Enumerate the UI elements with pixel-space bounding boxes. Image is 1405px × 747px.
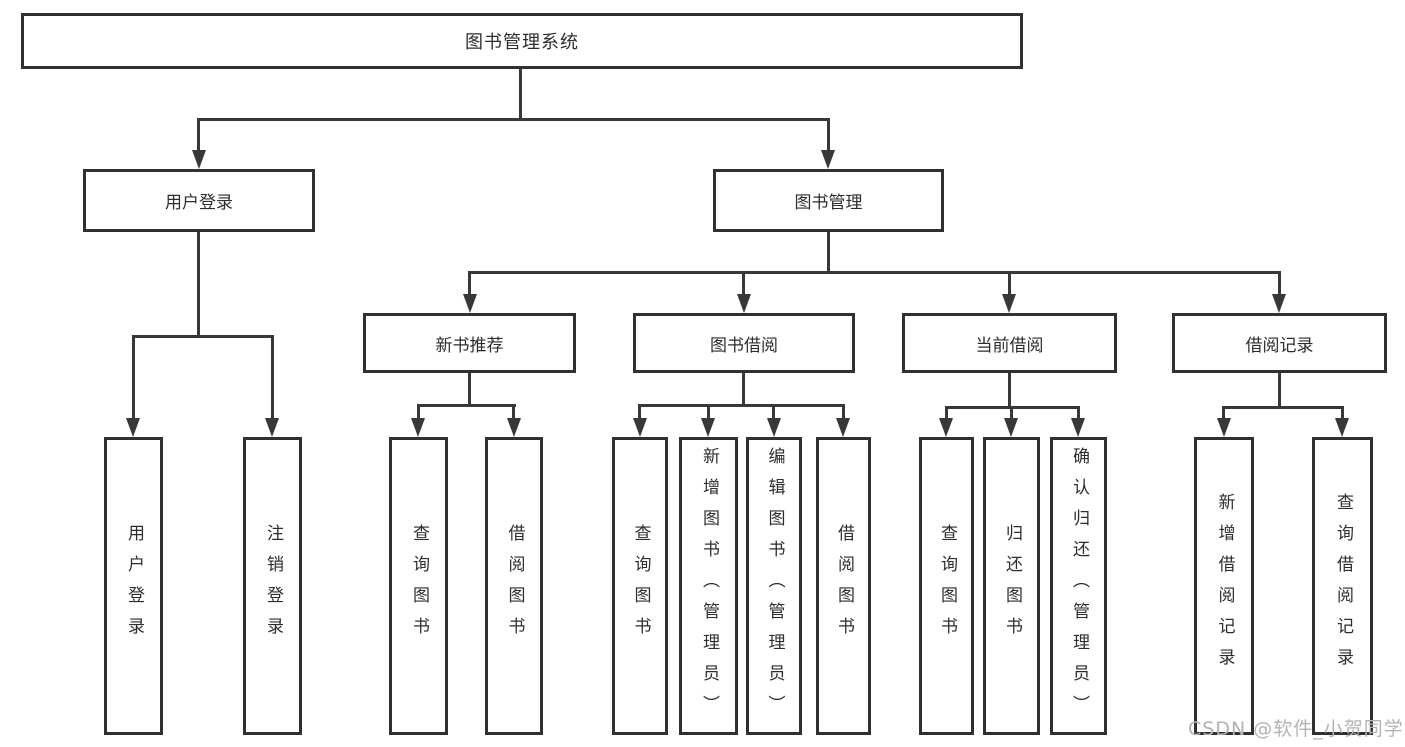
leaf-borrowing-add-books: 新增图书（管理员） [679, 437, 738, 735]
node-new-book-recommend: 新书推荐 [363, 313, 576, 373]
leaf-label: 新增借阅记录 [1214, 493, 1235, 679]
arrow-down-icon [633, 418, 647, 437]
leaf-label: 查询图书 [937, 524, 957, 648]
node-borrowing-records: 借阅记录 [1172, 313, 1387, 373]
node-label: 图书借阅 [710, 335, 778, 356]
connector-user-login-split [132, 335, 274, 338]
arrow-down-icon [265, 418, 279, 437]
arrow-down-icon [1002, 294, 1016, 313]
leaf-label: 借阅图书 [504, 524, 525, 648]
connector-root-split [197, 118, 830, 121]
connector-borrowing-records-trunk [1278, 373, 1281, 408]
arrow-down-icon [1071, 418, 1085, 437]
leaf-logout-login: 注销登录 [243, 437, 302, 735]
arrow-down-icon [411, 418, 425, 437]
connector-book-borrowing-trunk [742, 373, 745, 406]
arrow-down-icon [1272, 294, 1286, 313]
arrow-down-icon [836, 418, 850, 437]
connector-drop-user-login [197, 118, 200, 151]
leaf-recommend-query-books: 查询图书 [389, 437, 448, 735]
leaf-label: 确认归还（管理员） [1069, 446, 1089, 726]
node-label: 当前借阅 [975, 335, 1044, 356]
node-label: 借阅记录 [1245, 335, 1314, 356]
connector-book-management-split [468, 271, 1281, 274]
connector-drop-book-management [827, 118, 830, 151]
connector-user-login-trunk [197, 232, 200, 337]
leaf-current-return-books: 归还图书 [983, 437, 1040, 735]
leaf-label: 新增图书（管理员） [699, 446, 719, 726]
connector-drop-borrowing-records [1278, 271, 1281, 297]
leaf-label: 查询图书 [630, 524, 651, 648]
connector-drop-current-borrowing [1008, 271, 1011, 297]
leaf-current-confirm-return: 确认归还（管理员） [1050, 437, 1107, 735]
arrow-down-icon [192, 150, 206, 169]
connector-drop-recommend-borrow [512, 404, 515, 420]
node-label: 用户登录 [165, 193, 233, 213]
arrow-down-icon [507, 418, 521, 437]
connector-drop-borrowing-add [707, 404, 710, 420]
leaf-label: 编辑图书（管理员） [764, 446, 785, 726]
arrow-down-icon [939, 418, 953, 437]
leaf-label: 注销登录 [263, 524, 283, 648]
arrow-down-icon [463, 294, 477, 313]
connector-drop-borrowing-edit [772, 404, 775, 420]
leaf-user-login: 用户登录 [104, 437, 163, 735]
connector-drop-records-query [1341, 406, 1344, 420]
connector-drop-current-confirm [1077, 406, 1080, 420]
leaf-records-add-record: 新增借阅记录 [1194, 437, 1254, 735]
connector-book-management-trunk [827, 232, 830, 273]
connector-drop-leaf-logout [271, 335, 274, 423]
arrow-down-icon [1004, 418, 1018, 437]
leaf-label: 用户登录 [124, 524, 144, 648]
connector-root-trunk [519, 69, 522, 118]
leaf-label: 查询图书 [409, 524, 429, 648]
leaf-borrowing-edit-books: 编辑图书（管理员） [746, 437, 802, 735]
watermark-text: CSDN @软件_小贺同学 [1188, 718, 1404, 740]
connector-borrowing-records-split [1222, 406, 1344, 409]
arrow-down-icon [821, 150, 835, 169]
node-book-management: 图书管理 [713, 169, 944, 232]
node-label: 新书推荐 [435, 335, 504, 356]
node-library-management-system: 图书管理系统 [21, 13, 1023, 69]
connector-drop-book-borrowing [742, 271, 745, 297]
connector-drop-records-add [1222, 406, 1225, 420]
arrow-down-icon [737, 294, 751, 313]
connector-drop-leaf-user-login [132, 335, 135, 423]
connector-drop-new-book-recommend [468, 271, 471, 297]
node-label: 图书管理系统 [465, 32, 579, 53]
connector-book-borrowing-split [638, 404, 845, 407]
arrow-down-icon [126, 418, 140, 437]
connector-new-book-recommend-trunk [468, 373, 471, 406]
connector-current-borrowing-trunk [1008, 373, 1011, 408]
leaf-records-query-record: 查询借阅记录 [1312, 437, 1373, 735]
connector-drop-current-query [945, 406, 948, 420]
leaf-borrowing-query-books: 查询图书 [612, 437, 668, 735]
leaf-borrowing-borrow-books: 借阅图书 [816, 437, 871, 735]
leaf-current-query-books: 查询图书 [919, 437, 974, 735]
arrow-down-icon [1335, 418, 1349, 437]
leaf-label: 归还图书 [1002, 524, 1022, 648]
arrow-down-icon [701, 418, 715, 437]
connector-drop-current-return [1010, 406, 1013, 420]
node-current-borrowing: 当前借阅 [902, 313, 1117, 373]
connector-drop-recommend-query [417, 404, 420, 420]
connector-drop-borrowing-borrow [842, 404, 845, 420]
node-user-login: 用户登录 [83, 169, 315, 232]
leaf-recommend-borrow-books: 借阅图书 [485, 437, 543, 735]
arrow-down-icon [767, 418, 781, 437]
leaf-label: 借阅图书 [834, 524, 854, 648]
node-book-borrowing: 图书借阅 [633, 313, 855, 373]
leaf-label: 查询借阅记录 [1333, 493, 1353, 679]
node-label: 图书管理 [794, 193, 863, 213]
connector-new-book-recommend-split [417, 404, 516, 407]
arrow-down-icon [1217, 418, 1231, 437]
connector-drop-borrowing-query [638, 404, 641, 420]
